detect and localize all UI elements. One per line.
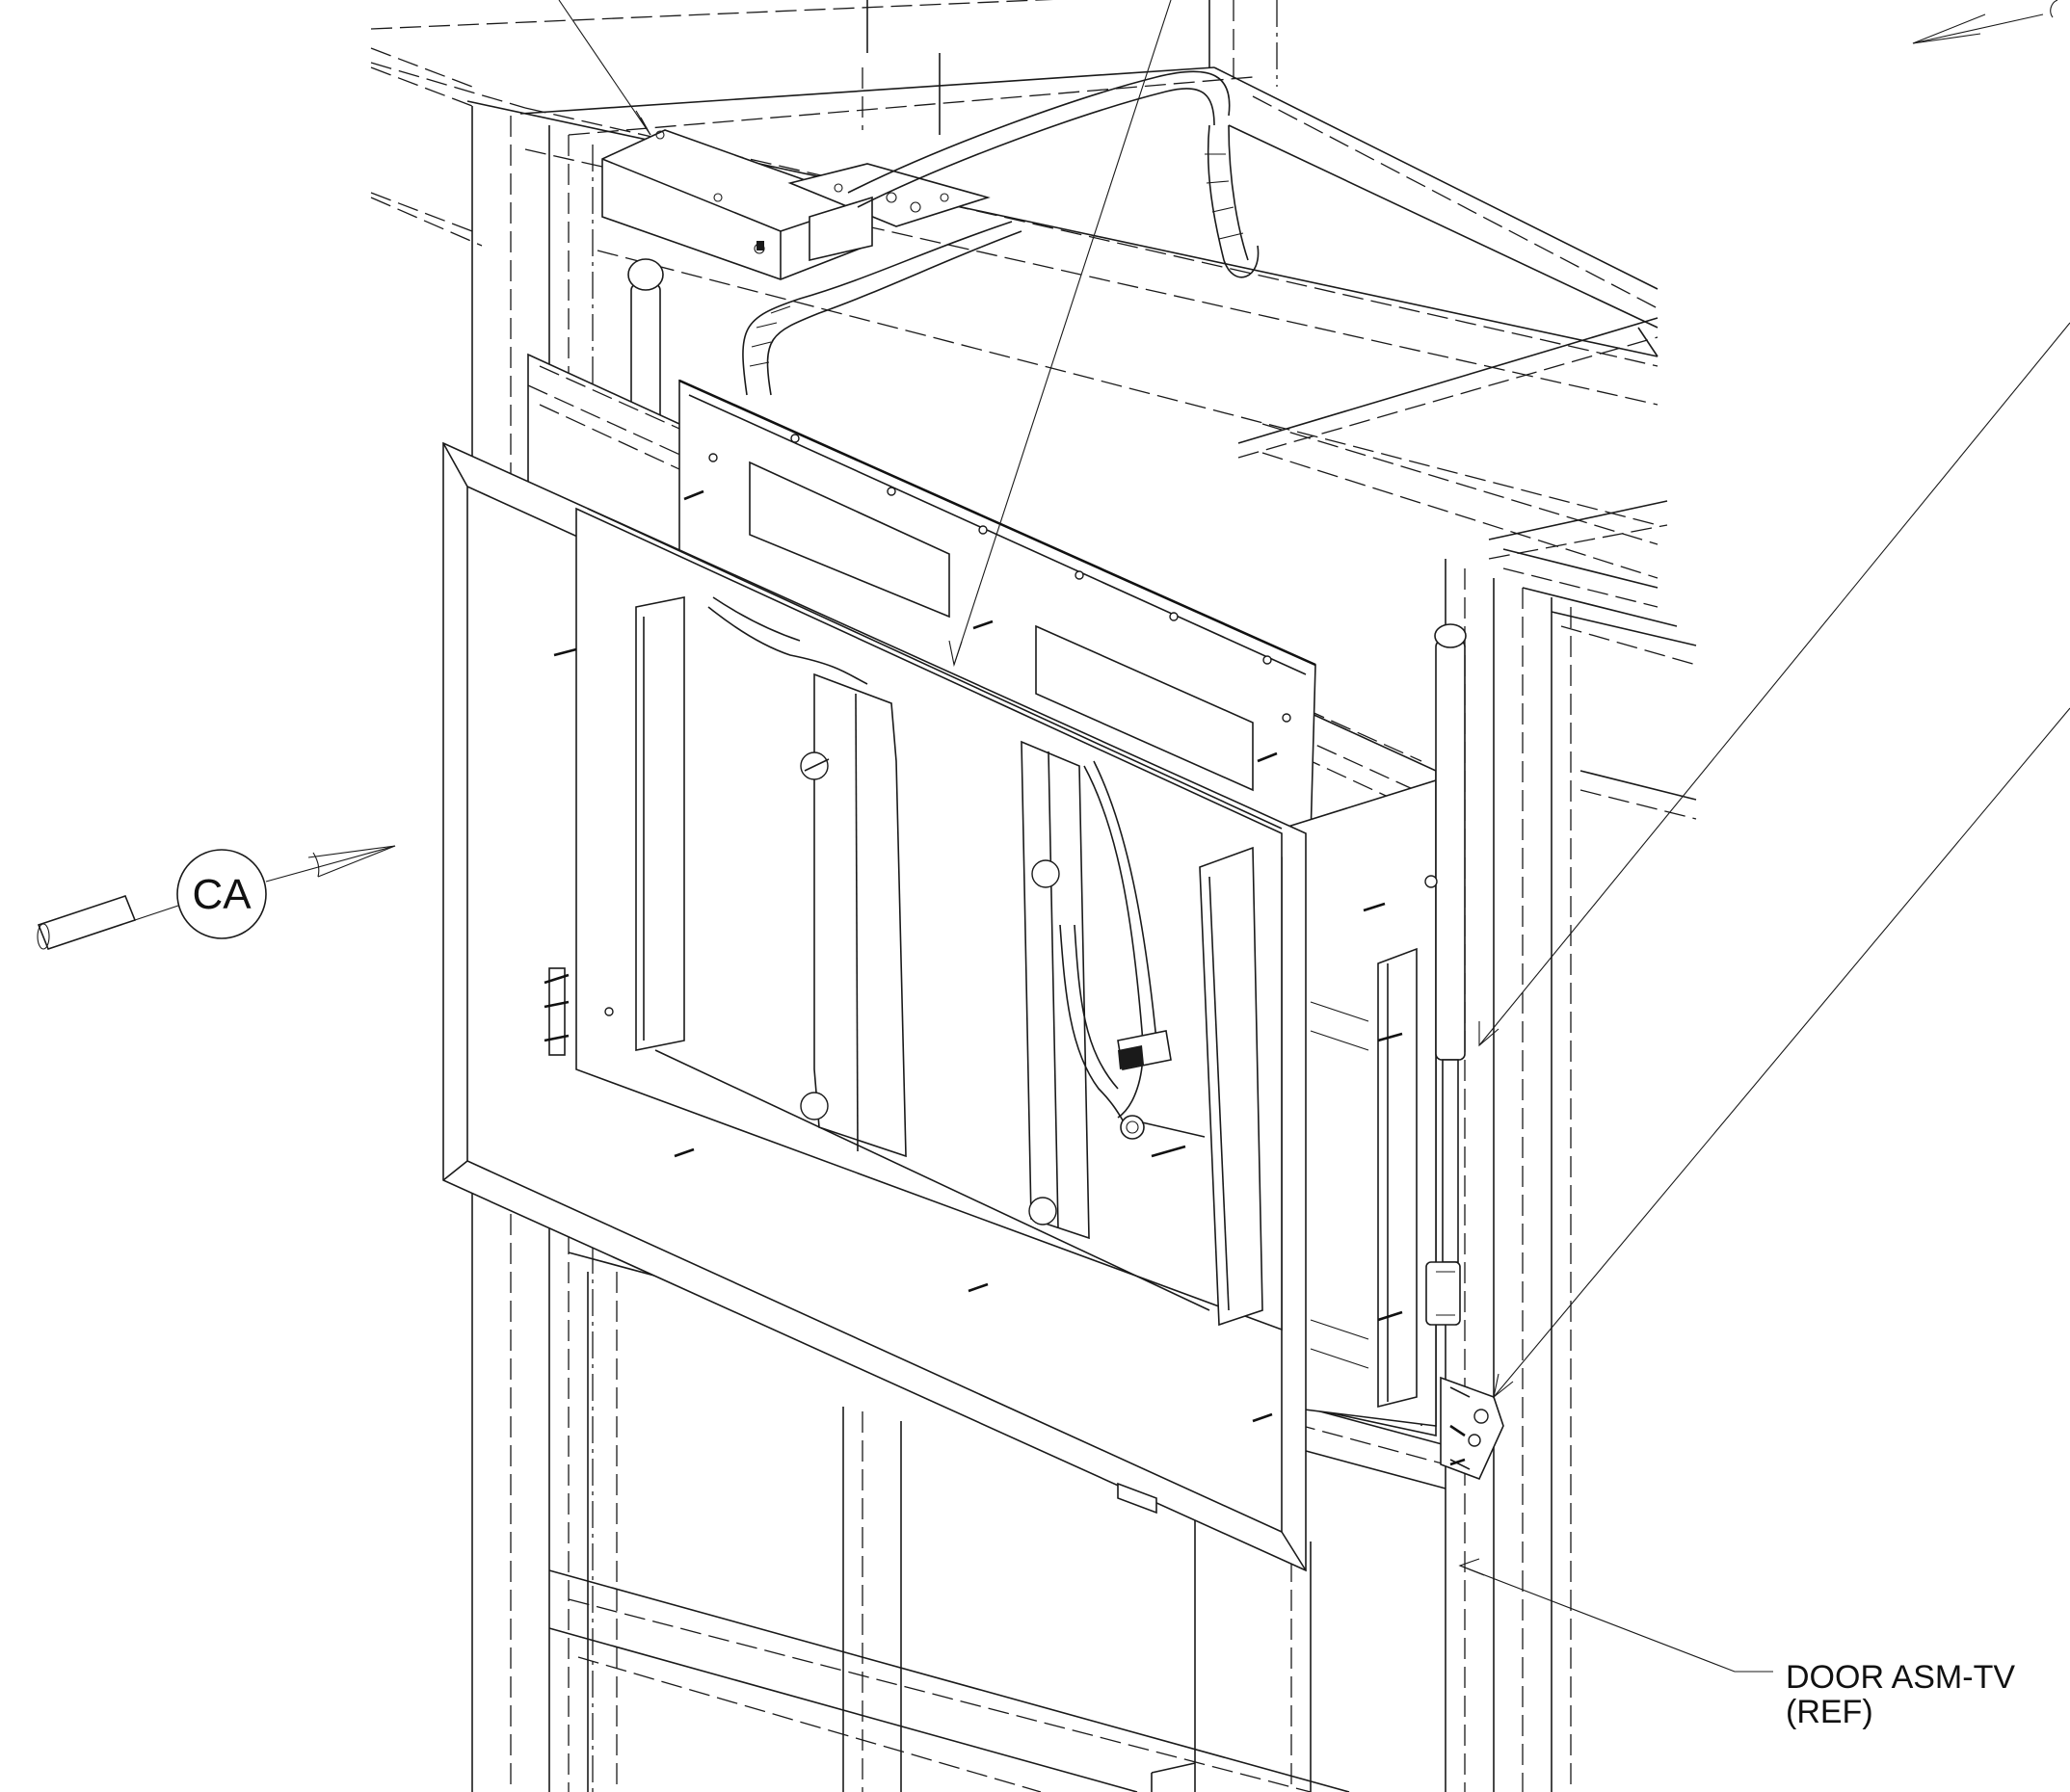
control-box [601, 129, 991, 280]
wire-harness [742, 70, 1260, 396]
gas-strut-right [1424, 623, 1467, 1326]
section-marker-label: CA [192, 871, 252, 918]
vesa-bracket-left [800, 672, 907, 1158]
internal-cable [707, 596, 1206, 1140]
hinge-bracket [1440, 1376, 1504, 1481]
upper-bracket-plate [678, 379, 1316, 839]
door-asm-label: DOOR ASM-TV (REF) [1786, 1659, 2015, 1730]
door-asm-label-line1: DOOR ASM-TV [1786, 1659, 2015, 1696]
door-asm-label-line2: (REF) [1786, 1694, 1873, 1730]
inner-mount-plate [575, 507, 1283, 1331]
leader-lines [558, 0, 2070, 1673]
vesa-bracket-right [1021, 740, 1090, 1240]
mounting-studs [544, 489, 1466, 1466]
section-marker-ca: CA [37, 845, 396, 950]
